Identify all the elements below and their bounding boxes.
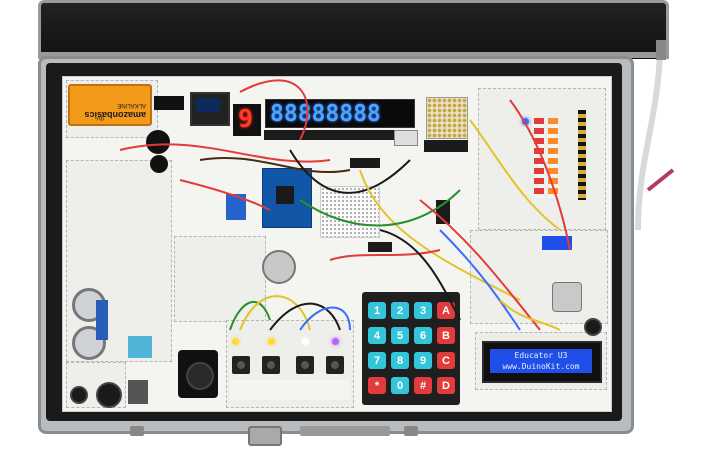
case-strap [635,40,675,231]
lcd-line-1: Educator U3 [514,351,568,360]
keypad-key-6[interactable]: 6 [414,327,432,344]
relay [226,194,246,220]
led-yellow-1 [232,338,239,345]
keypad-key-5[interactable]: 5 [391,327,409,344]
arduino-chip [276,186,294,204]
keypad-key-9[interactable]: 9 [414,352,432,369]
rtc-header [154,96,184,110]
latch-handle-right [300,426,390,436]
keypad-key-3[interactable]: 3 [414,302,432,319]
lcd-line-2: www.DuinoKit.com [502,362,580,371]
push-button-2[interactable] [262,356,280,374]
keypad-key-4[interactable]: 4 [368,327,386,344]
keypad-key-B[interactable]: B [437,327,455,344]
keypad-key-8[interactable]: 8 [391,352,409,369]
keypad-key-0[interactable]: 0 [391,377,409,394]
led-blue-right [522,118,529,125]
potentiometer-1[interactable] [96,382,122,408]
seven-segment-8digit: 88888888 [265,99,415,128]
buzzer-small [150,155,168,173]
keypad-key-A[interactable]: A [437,302,455,319]
buzzer [146,130,170,154]
led-white [302,338,309,345]
coin-cell [262,250,296,284]
ultrasonic-pcb [96,300,108,340]
push-button-1[interactable] [232,356,250,374]
keypad-key-2[interactable]: 2 [391,302,409,319]
matrix-driver-chip [424,140,468,152]
latch-right [404,426,418,436]
dht-sensor [128,336,152,358]
led-yellow-2 [268,338,275,345]
latch-handle [248,426,282,446]
servo-motor [552,282,582,312]
lcd-screen: Educator U3 www.DuinoKit.com [490,349,592,373]
led-bar-orange [548,118,558,198]
module-center-left [174,236,266,322]
keypad-key-C[interactable]: C [437,352,455,369]
ic-chip-1 [350,158,380,168]
mini-breadboard [320,186,380,238]
briefcase-lid [38,0,669,59]
led-matrix-8x8 [426,97,468,139]
joystick-knob[interactable] [186,362,214,390]
seven-segment-8digit-digits: 88888888 [270,101,381,127]
oled-screen [196,98,220,112]
keypad-key-D[interactable]: D [437,377,455,394]
keypad-key-7[interactable]: 7 [368,352,386,369]
latch-left [130,426,144,436]
seven-segment-single: 9 [233,104,261,136]
potentiometer-2[interactable] [70,386,88,404]
seven-segment-single-digit: 9 [238,104,254,133]
module-right-mid [470,230,608,324]
blue-module [542,236,572,250]
potentiometer-right[interactable] [584,318,602,336]
keypad-key-#[interactable]: # [414,377,432,394]
keypad-key-*[interactable]: * [368,377,386,394]
lid-hinge [38,52,663,58]
ultrasonic-sensor-2 [72,326,106,360]
lipo-module [128,380,148,404]
led-bar-red [534,118,544,198]
header-column-right [578,110,586,200]
led-purple [332,338,339,345]
push-button-4[interactable] [326,356,344,374]
ic-chip-3 [368,242,392,252]
button-bases [230,380,350,400]
shift-register-strip [264,130,414,140]
small-lcd-icon [394,130,418,146]
push-button-3[interactable] [296,356,314,374]
keypad-key-1[interactable]: 1 [368,302,386,319]
lcd-16x2: Educator U3 www.DuinoKit.com [482,341,602,383]
